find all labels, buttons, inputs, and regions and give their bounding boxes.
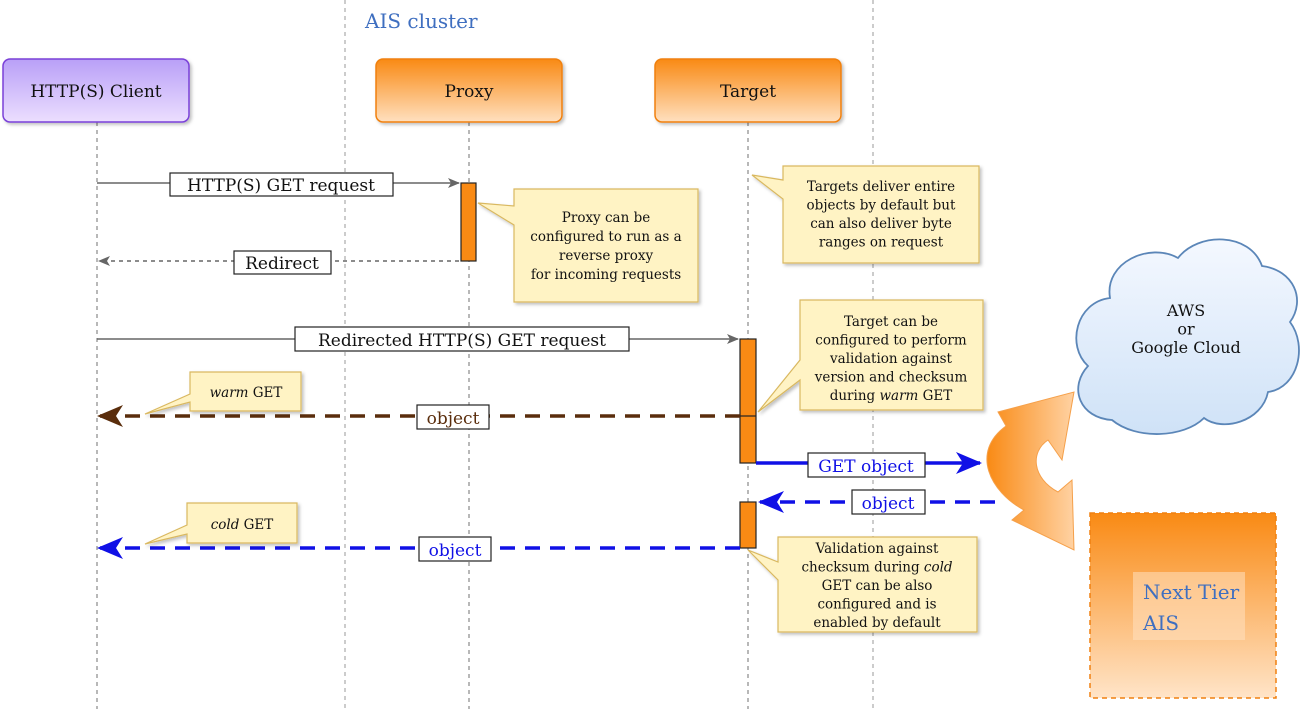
note-target-delivery-line: Targets deliver entire xyxy=(807,179,955,195)
actor-proxy: Proxy xyxy=(375,58,563,123)
message-get-object: GET object xyxy=(756,452,982,478)
note-target-validation-text: Target can be configured to perform valida… xyxy=(814,314,968,404)
message-redirected-request: Redirected HTTP(S) GET request xyxy=(97,326,739,352)
note-target-validation-line: during warm GET xyxy=(830,388,953,404)
note-target-delivery: Targets deliver entire objects by default… xyxy=(751,165,980,264)
note-target-validation-line: version and checksum xyxy=(814,370,968,386)
proxy-label: Proxy xyxy=(445,82,494,102)
note-proxy-line: Proxy can be xyxy=(562,210,650,226)
message-cold-object: object xyxy=(97,536,740,562)
note-cold-validation-line: checksum during cold xyxy=(801,560,952,576)
cloud-line: AWS xyxy=(1166,301,1205,320)
note-cold-validation-line: Validation against xyxy=(815,541,939,557)
note-proxy-text: Proxy can be configured to run as a revers… xyxy=(530,210,681,283)
redirect-label: Redirect xyxy=(245,254,319,274)
message-warm-object: object xyxy=(97,404,740,430)
note-warm-text: warm GET xyxy=(210,385,283,401)
message-redirect: Redirect xyxy=(98,250,459,275)
note-target-validation-line: Target can be xyxy=(844,314,938,330)
note-proxy-line: for incoming requests xyxy=(531,267,681,283)
message-get-request: HTTP(S) GET request xyxy=(97,172,460,197)
note-target-delivery-text: Targets deliver entire objects by default… xyxy=(807,179,956,251)
note-cold-text: cold GET xyxy=(211,517,274,533)
note-proxy: Proxy can be configured to run as a revers… xyxy=(477,188,699,303)
note-target-validation-line: configured to perform xyxy=(815,333,967,349)
note-cold-validation-line: GET can be also xyxy=(822,578,933,594)
redirected-request-label: Redirected HTTP(S) GET request xyxy=(318,331,606,351)
note-cold-get: cold GET xyxy=(144,502,298,545)
actor-target: Target xyxy=(654,58,842,123)
target-activation-bar xyxy=(739,338,757,464)
actor-client: HTTP(S) Client xyxy=(2,58,190,123)
note-cold-validation-line: configured and is xyxy=(817,597,936,613)
backend-object-label: object xyxy=(862,494,915,514)
next-tier-line: AIS xyxy=(1142,611,1179,635)
cloud-line: Google Cloud xyxy=(1131,338,1241,357)
message-backend-object: object xyxy=(758,489,995,515)
u-turn-arrow-icon xyxy=(986,391,1075,551)
note-cold-validation-line: enabled by default xyxy=(813,615,941,631)
get-object-label: GET object xyxy=(818,457,914,477)
note-target-delivery-line: can also deliver byte xyxy=(810,216,952,232)
cluster-label: AIS cluster xyxy=(364,9,478,33)
client-label: HTTP(S) Client xyxy=(30,82,161,102)
cold-object-label: object xyxy=(429,541,482,561)
next-tier-line: Next Tier xyxy=(1143,580,1240,604)
note-proxy-line: configured to run as a xyxy=(530,229,681,245)
proxy-activation-bar xyxy=(460,182,477,262)
note-target-validation: Target can be configured to perform valida… xyxy=(757,299,984,413)
get-request-label: HTTP(S) GET request xyxy=(187,176,375,196)
target-label: Target xyxy=(720,82,776,102)
note-target-delivery-line: ranges on request xyxy=(819,235,944,251)
cloud-line: or xyxy=(1177,320,1195,339)
note-proxy-line: reverse proxy xyxy=(559,248,654,264)
target-cold-activation-bar xyxy=(739,501,757,549)
note-warm-get: warm GET xyxy=(144,371,302,415)
warm-object-label: object xyxy=(427,409,480,429)
note-target-delivery-line: objects by default but xyxy=(807,198,956,214)
note-target-validation-line: validation against xyxy=(829,351,953,367)
